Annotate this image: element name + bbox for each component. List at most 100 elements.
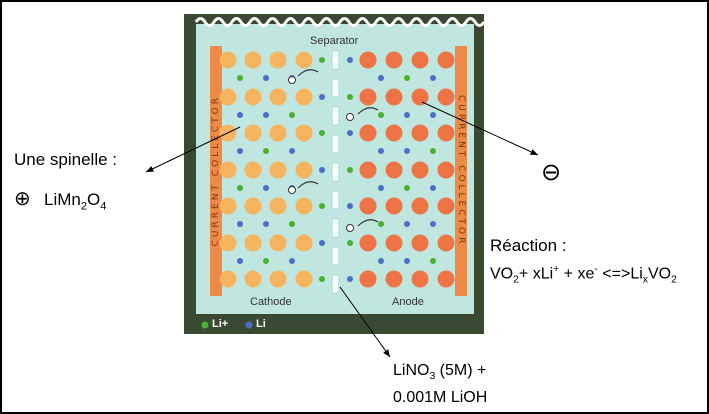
ion <box>378 258 384 264</box>
separator-dash <box>333 276 338 292</box>
cathode-particle <box>219 270 237 288</box>
migrating-ion <box>346 113 354 121</box>
ion <box>263 148 269 154</box>
ion <box>378 221 384 227</box>
ion <box>237 185 243 191</box>
ion <box>319 167 325 173</box>
anode-particle <box>411 88 429 106</box>
separator-dash <box>333 52 338 68</box>
cathode-particle <box>269 161 287 179</box>
anode-particle <box>385 51 403 69</box>
spinel-arrow-head <box>146 166 154 172</box>
ion <box>263 221 269 227</box>
ion <box>319 130 325 136</box>
ion <box>404 75 410 81</box>
anode-particle <box>385 88 403 106</box>
electrolyte-arrow-head <box>383 349 390 357</box>
cathode-particle <box>295 124 313 142</box>
ion <box>404 258 410 264</box>
ion <box>347 203 353 209</box>
electrolyte-arrow <box>339 286 391 358</box>
separator-dash <box>333 108 338 124</box>
ion <box>289 148 295 154</box>
cathode-particle <box>244 197 262 215</box>
ion <box>430 112 436 118</box>
ion <box>378 148 384 154</box>
separator-label: Separator <box>310 35 359 47</box>
spinel-arrow <box>145 126 241 173</box>
ion <box>430 75 436 81</box>
spinel-formula: LiMn2O4 <box>44 190 107 213</box>
ion <box>347 240 353 246</box>
anode-particle <box>359 161 377 179</box>
separator-dash <box>333 80 338 96</box>
cathode-particle <box>244 88 262 106</box>
cathode-particle <box>244 51 262 69</box>
ion <box>404 185 410 191</box>
ion <box>347 130 353 136</box>
positive-terminal-icon: ⊕ <box>14 188 31 210</box>
ion <box>319 203 325 209</box>
reaction-title: Réaction : <box>490 236 567 255</box>
ion <box>237 148 243 154</box>
cathode-particle <box>295 234 313 252</box>
anode-particle <box>385 270 403 288</box>
anode-particle <box>437 88 455 106</box>
ion <box>237 221 243 227</box>
cathode-particle <box>295 270 313 288</box>
ion <box>404 112 410 118</box>
ion <box>263 185 269 191</box>
anode-particle <box>411 161 429 179</box>
electrolyte-line1: LiNO3 (5M) + <box>393 362 487 383</box>
ion <box>430 258 436 264</box>
separator-dash <box>333 192 338 208</box>
anode-particle <box>385 234 403 252</box>
anode-particle <box>411 51 429 69</box>
legend-li-plus: Li+ <box>212 318 229 330</box>
anode-particle <box>385 197 403 215</box>
cathode-current-collector: CURRENT COLLECTOR <box>210 46 222 296</box>
cathode-particle <box>244 124 262 142</box>
cathode-particle <box>219 197 237 215</box>
cathode-label: Cathode <box>250 296 292 308</box>
ion <box>289 221 295 227</box>
separator-dash <box>333 220 338 236</box>
cathode-particle <box>219 161 237 179</box>
ion <box>319 57 325 63</box>
migrating-ion <box>288 76 296 84</box>
anode-particle <box>385 161 403 179</box>
electrolyte-line2: 0.001M LiOH <box>393 389 488 406</box>
ion <box>347 57 353 63</box>
spinel-title: Une spinelle : <box>14 150 118 169</box>
legend-li: Li <box>256 318 266 330</box>
anode-particle <box>359 124 377 142</box>
ion <box>378 112 384 118</box>
ion <box>319 276 325 282</box>
ion <box>347 276 353 282</box>
cathode-particle <box>219 88 237 106</box>
anode-particle <box>411 270 429 288</box>
cathode-particle <box>295 88 313 106</box>
cathode-particle <box>269 270 287 288</box>
cathode-particle <box>269 88 287 106</box>
cathode-particle <box>219 51 237 69</box>
anode-particle <box>437 197 455 215</box>
legend-li-plus-dot <box>201 321 209 329</box>
cathode-particle <box>269 197 287 215</box>
anode-particle <box>385 124 403 142</box>
anode-particle <box>437 124 455 142</box>
ion <box>237 258 243 264</box>
cathode-particle <box>244 234 262 252</box>
ion <box>263 258 269 264</box>
anode-particle <box>359 270 377 288</box>
cathode-particle <box>295 51 313 69</box>
legend-li-dot <box>245 321 253 329</box>
migration-arrow <box>357 219 379 227</box>
ion <box>378 185 384 191</box>
ion <box>289 112 295 118</box>
ion <box>430 148 436 154</box>
cathode-particle <box>269 124 287 142</box>
anode-particle <box>437 270 455 288</box>
cathode-particle <box>295 161 313 179</box>
